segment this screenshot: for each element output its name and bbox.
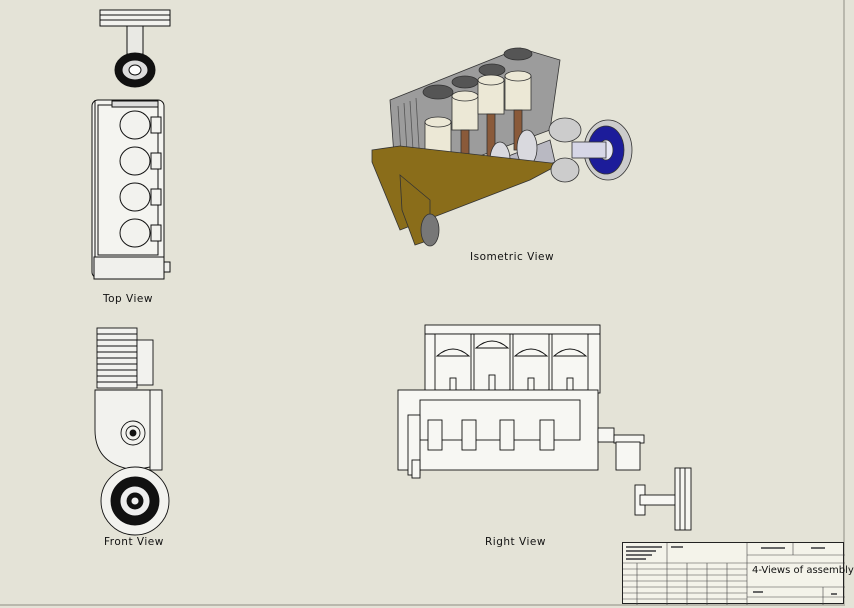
top-view[interactable]: Top View [80,5,190,305]
title-block-grid [623,543,845,605]
isometric-view-caption: Isometric View [470,251,555,263]
right-view-drawing [397,324,692,531]
front-view-caption: Front View [104,536,164,548]
top-view-drawing [91,9,171,280]
title-block [622,542,845,605]
front-view-drawing [94,327,170,536]
isometric-view[interactable]: Isometric View [360,30,660,270]
right-view-caption: Right View [485,536,546,548]
isometric-drawing [371,47,633,247]
right-view[interactable]: Right View [390,320,700,552]
top-view-caption: Top View [103,293,153,305]
drawing-title: 4-Views of assembly [752,565,854,576]
front-view[interactable]: Front View [85,325,185,555]
